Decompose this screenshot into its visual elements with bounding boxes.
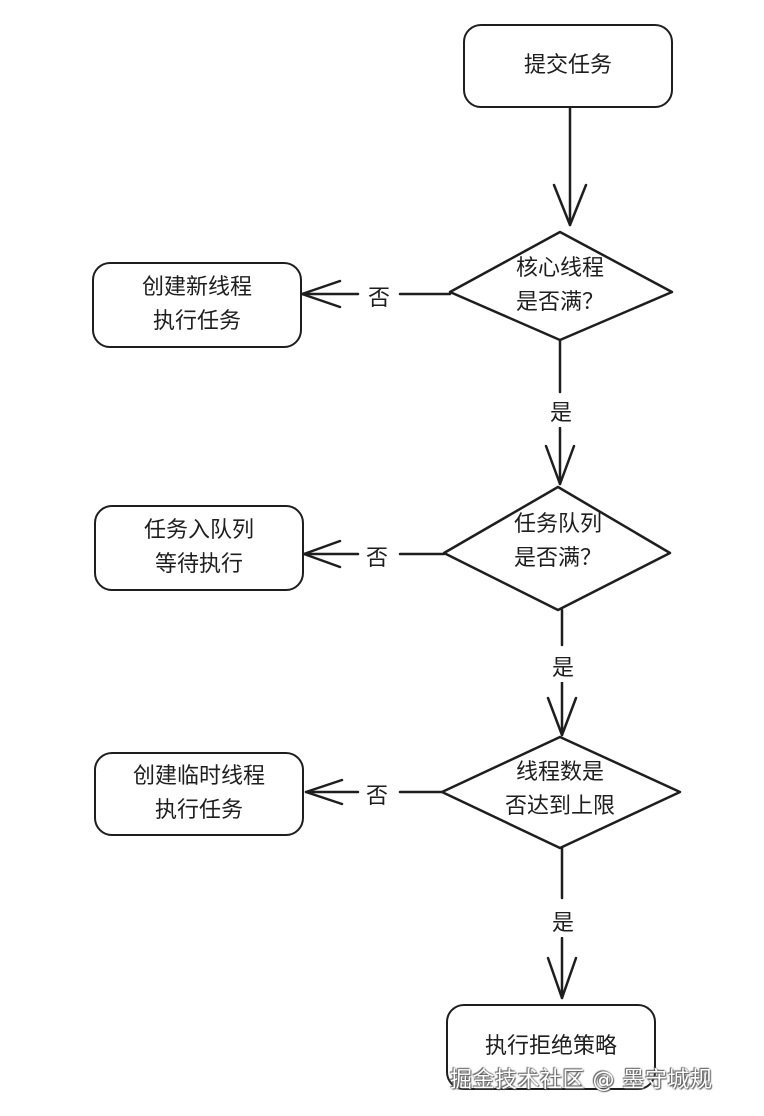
decision3-no-label: 否 [364, 778, 391, 810]
arrowhead-down [546, 696, 578, 737]
decision3-yes-label: 是 [550, 905, 577, 937]
decision1-line2: 是否满？ [515, 290, 604, 315]
decision1-no-label: 否 [366, 280, 393, 312]
decision2-diamond [442, 485, 672, 612]
action-enqueue-task: 任务入队列 等待执行 [94, 505, 304, 591]
arrowhead-down [546, 956, 578, 1000]
start-node: 提交任务 [463, 24, 673, 108]
decision2-line1: 任务队列 [513, 512, 602, 537]
action-create-temp-thread: 创建临时线程 执行任务 [94, 752, 304, 836]
start-node-label: 提交任务 [523, 53, 612, 78]
arrowhead-down [544, 444, 576, 486]
end-node-label: 执行拒绝策略 [484, 1034, 617, 1059]
action2-line1: 任务入队列 [143, 518, 254, 543]
decision2-text: 任务队列 是否满？ [478, 508, 638, 576]
decision2-line2: 是否满？ [513, 546, 602, 571]
action-create-core-thread: 创建新线程 执行任务 [92, 262, 302, 348]
watermark: 掘金技术社区 @ 墨守城规 [450, 1068, 713, 1093]
arrowhead-left [302, 539, 342, 569]
decision3-diamond [440, 735, 682, 850]
action1-line1: 创建新线程 [141, 275, 252, 300]
decision3-line2: 否达到上限 [504, 794, 615, 819]
decision1-text: 核心线程 是否满？ [480, 252, 640, 320]
action2-line2: 等待执行 [154, 552, 243, 577]
end-node-reject-policy: 执行拒绝策略 [446, 1004, 656, 1090]
decision3-line1: 线程数是 [515, 760, 604, 785]
action3-line1: 创建临时线程 [132, 764, 265, 789]
decision3-text: 线程数是 否达到上限 [480, 756, 640, 824]
decision1-yes-label: 是 [548, 395, 575, 427]
decision2-yes-label: 是 [550, 650, 577, 682]
arrowhead-left [304, 778, 344, 806]
arrowhead-left [300, 279, 342, 309]
decision2-no-label: 否 [364, 540, 391, 572]
arrowhead-down [552, 183, 588, 227]
decision1-line1: 核心线程 [515, 256, 604, 281]
action3-line2: 执行任务 [154, 798, 243, 823]
action1-line2: 执行任务 [152, 309, 241, 334]
